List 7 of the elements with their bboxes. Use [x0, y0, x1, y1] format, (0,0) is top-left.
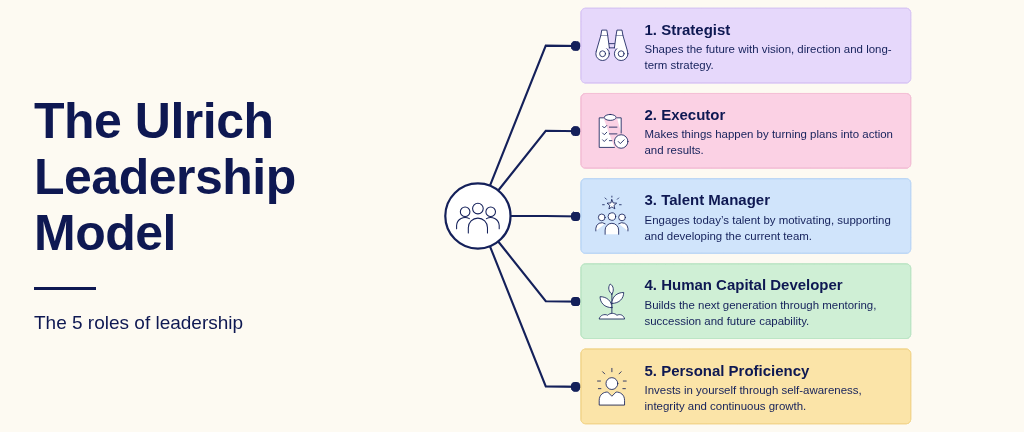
- subtitle: The 5 roles of leadership: [34, 311, 245, 334]
- title: The Ulrich Leadership Model: [34, 92, 297, 261]
- node-circle: [444, 182, 512, 250]
- connector: [497, 240, 582, 307]
- connector: [489, 245, 582, 393]
- connector: [497, 125, 582, 192]
- connector: [510, 211, 582, 222]
